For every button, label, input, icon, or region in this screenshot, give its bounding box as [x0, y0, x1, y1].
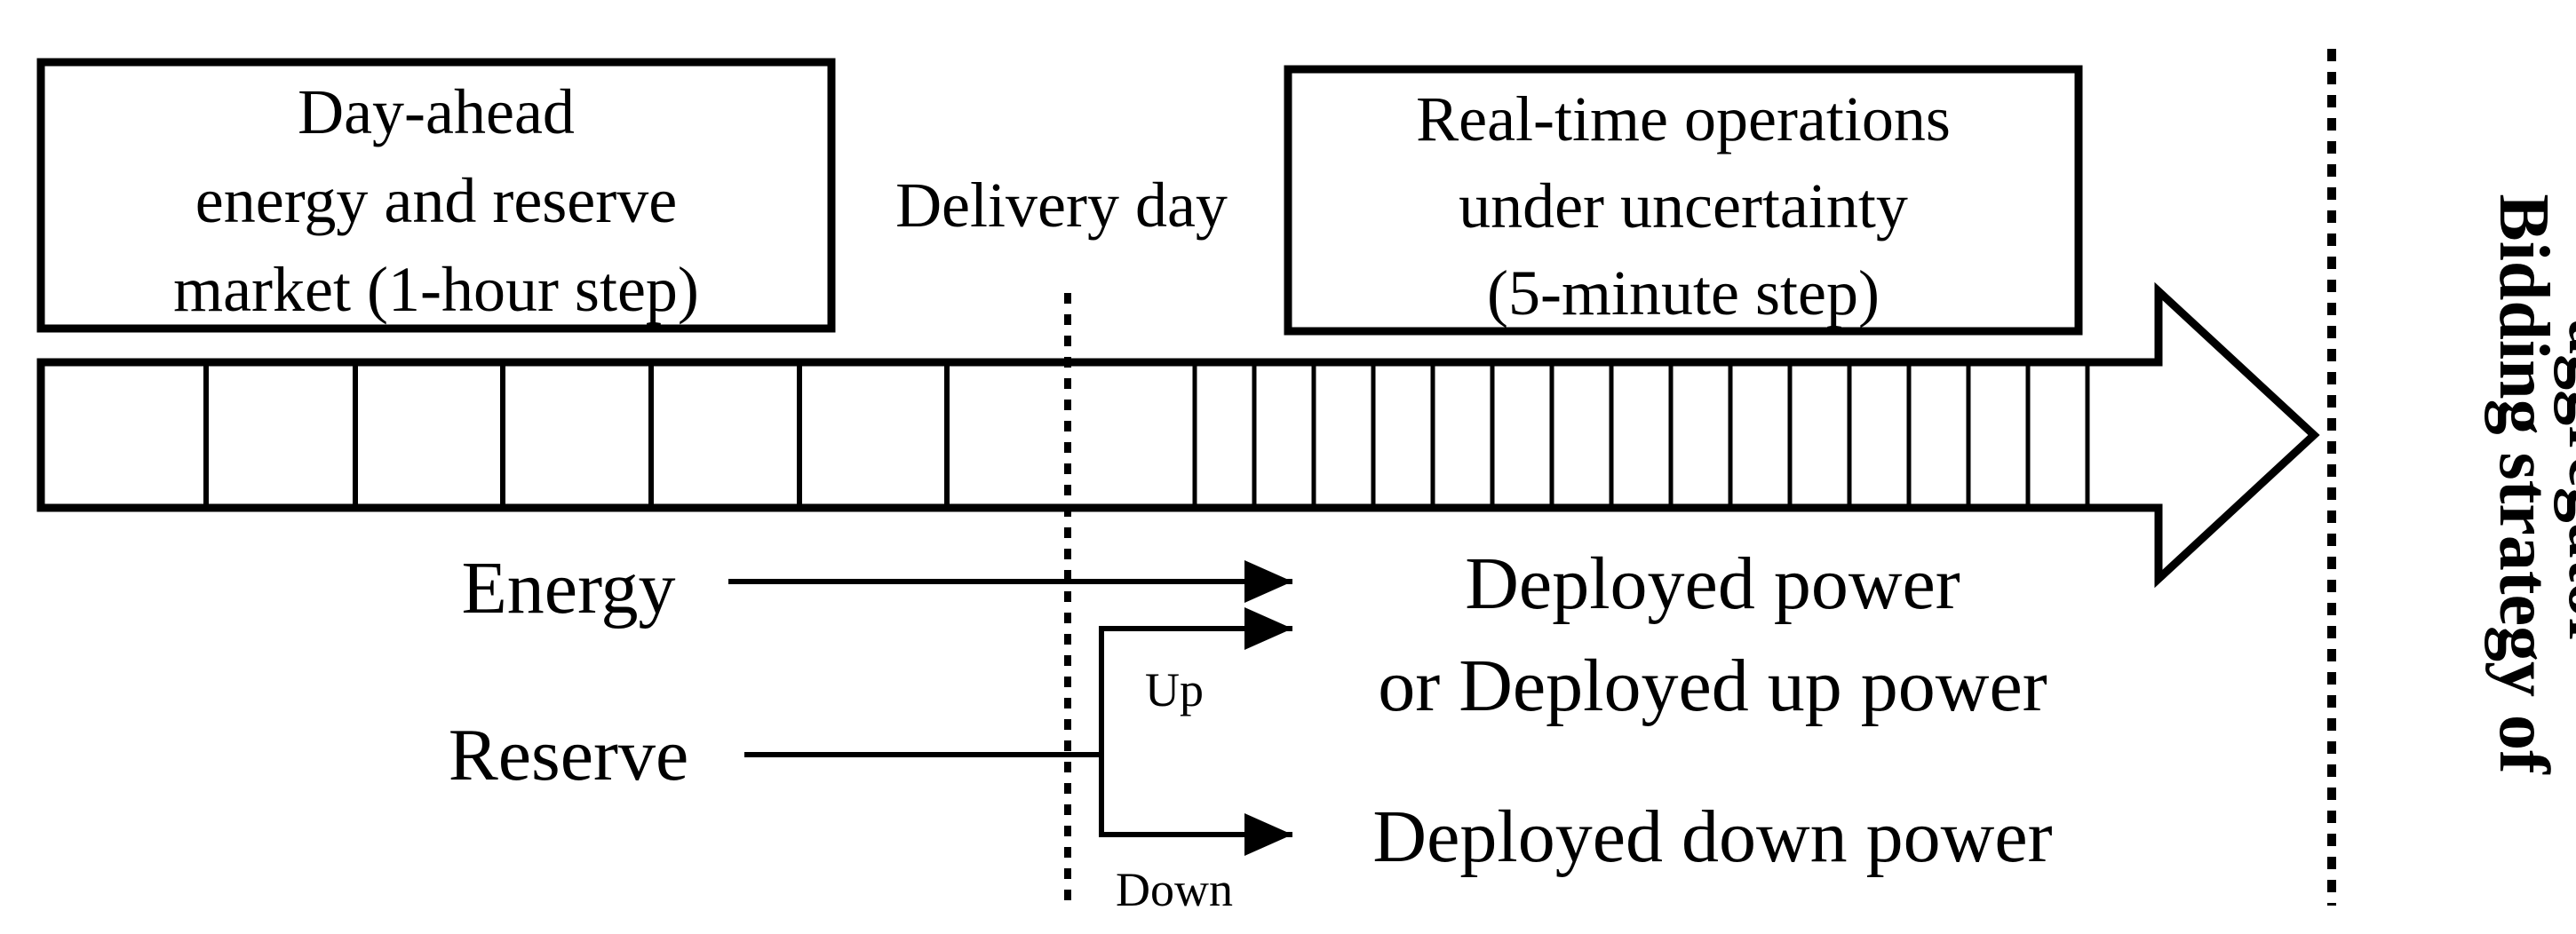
day-ahead-line-1: Day-ahead: [298, 76, 575, 147]
day-ahead-line-2: energy and reserve: [195, 165, 677, 236]
delivery-day-label: Delivery day: [895, 170, 1228, 241]
hourly-slot-dividers: [203, 362, 950, 508]
day-ahead-line-3: market (1-hour step): [173, 254, 699, 325]
real-time-operations-box: Real-time operations under uncertainty (…: [1284, 65, 2083, 336]
deployed-up-power-label: or Deployed up power: [1378, 645, 2047, 727]
down-label: Down: [1116, 863, 1233, 916]
real-time-line-1: Real-time operations: [1416, 83, 1951, 154]
real-time-line-3: (5-minute step): [1487, 257, 1880, 328]
day-ahead-market-box: Day-ahead energy and reserve market (1-h…: [36, 58, 836, 333]
deployed-power-label: Deployed power: [1465, 542, 1960, 625]
side-title-line-2: aggregator: [2554, 319, 2576, 649]
timeline-arrow: [36, 281, 2320, 589]
side-title: Bidding strategy of aggregator: [2485, 194, 2576, 775]
deployed-down-power-label: Deployed down power: [1372, 795, 2052, 878]
reserve-label: Reserve: [449, 714, 689, 796]
energy-label: Energy: [461, 547, 675, 629]
up-label: Up: [1145, 663, 1204, 716]
five-minute-slot-dividers: [1192, 362, 2090, 508]
real-time-line-2: under uncertainty: [1459, 170, 1908, 241]
side-title-line-1: Bidding strategy of: [2485, 194, 2563, 775]
